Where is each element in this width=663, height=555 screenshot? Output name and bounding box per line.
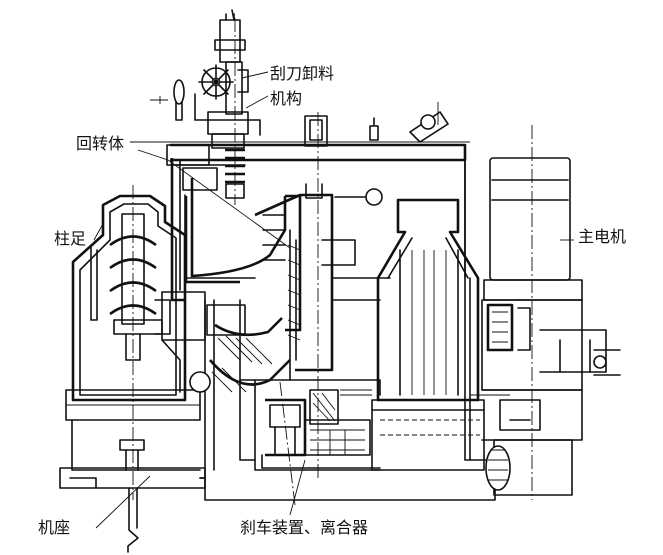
brake-clutch-assembly — [199, 379, 496, 506]
column-spring — [109, 213, 163, 361]
connecting-pipe — [154, 291, 211, 393]
label-base: 机座 — [38, 518, 71, 537]
label-scraper-discharge: 刮刀卸料 — [270, 64, 335, 83]
label-rotor: 回转体 — [76, 134, 125, 153]
housing-left-wall — [166, 144, 256, 479]
discharge-chute — [206, 304, 291, 393]
label-scraper-mechanism: 机构 — [270, 89, 303, 108]
scraper-discharge-mechanism — [150, 9, 261, 205]
label-main-motor: 主电机 — [578, 227, 627, 246]
central-cone — [340, 198, 485, 471]
main-motor — [470, 125, 621, 500]
rotor — [184, 112, 391, 480]
label-brake-clutch: 刹车装置、离合器 — [240, 518, 369, 537]
label-column-foot: 柱足 — [54, 229, 87, 248]
leader-lines — [93, 71, 574, 529]
